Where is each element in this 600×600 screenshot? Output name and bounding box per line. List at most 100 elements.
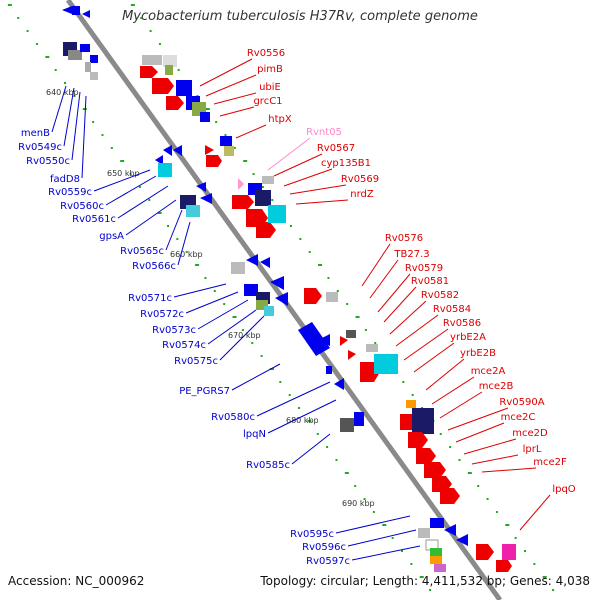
gene-arrow[interactable] [232, 195, 254, 209]
gene-label-pimB[interactable]: pimB [257, 64, 283, 75]
gene-arrow[interactable] [416, 448, 436, 464]
gene-label-Rv0581[interactable]: Rv0581 [411, 276, 449, 287]
gene-box[interactable] [374, 354, 398, 374]
gene-box[interactable] [354, 412, 364, 426]
gene-box[interactable] [90, 55, 98, 63]
gene-box[interactable] [186, 205, 200, 217]
gene-arrow[interactable] [408, 432, 428, 448]
gene-label-Rv0576[interactable]: Rv0576 [385, 233, 423, 244]
gene-arrow[interactable] [166, 96, 184, 110]
gene-box[interactable] [244, 284, 258, 296]
gene-arrow[interactable] [140, 66, 158, 78]
gene-box[interactable] [142, 55, 162, 65]
gene-arrow[interactable] [444, 524, 456, 536]
gene-box[interactable] [231, 262, 245, 274]
gene-box[interactable] [90, 72, 98, 80]
gene-arrow[interactable] [173, 145, 182, 156]
gene-arrow[interactable] [206, 155, 222, 167]
gene-label-Rv0560c[interactable]: Rv0560c [60, 201, 104, 212]
gene-box[interactable] [68, 50, 82, 60]
gene-box[interactable] [430, 556, 442, 564]
gene-label-lprL[interactable]: lprL [523, 444, 542, 455]
gene-box[interactable] [85, 62, 91, 72]
gene-arrow[interactable] [496, 560, 512, 572]
gene-arrow[interactable] [476, 544, 494, 560]
gene-arrow[interactable] [348, 350, 356, 360]
gene-box[interactable] [502, 544, 516, 560]
gene-label-htpX[interactable]: htpX [268, 114, 292, 125]
gene-label-Rv0569[interactable]: Rv0569 [341, 174, 379, 185]
gene-label-Rv0579[interactable]: Rv0579 [405, 263, 443, 274]
gene-arrow[interactable] [275, 292, 288, 306]
gene-label-Rv0586[interactable]: Rv0586 [443, 318, 481, 329]
gene-label-Rv0550c[interactable]: Rv0550c [26, 156, 70, 167]
gene-label-yrbE2A[interactable]: yrbE2A [450, 332, 486, 343]
gene-arrow[interactable] [196, 182, 206, 192]
gene-arrow[interactable] [238, 178, 244, 190]
gene-box[interactable] [418, 528, 430, 538]
gene-arrow[interactable] [318, 334, 330, 346]
gene-box[interactable] [158, 163, 172, 177]
gene-box[interactable] [412, 408, 434, 434]
gene-label-mce2D[interactable]: mce2D [512, 428, 548, 439]
gene-label-TB27.3[interactable]: TB27.3 [393, 249, 429, 260]
gene-box[interactable] [80, 44, 90, 52]
gene-label-Rv0582[interactable]: Rv0582 [421, 290, 459, 301]
gene-label-mce2A[interactable]: mce2A [471, 366, 506, 377]
gene-arrow[interactable] [440, 488, 460, 504]
gene-label-mce2F[interactable]: mce2F [533, 457, 567, 468]
gene-label-mce2B[interactable]: mce2B [479, 381, 514, 392]
gene-label-Rv0574c[interactable]: Rv0574c [162, 340, 206, 351]
gene-box[interactable] [72, 6, 80, 15]
gene-box[interactable] [256, 300, 268, 310]
gene-box[interactable] [163, 55, 177, 67]
gene-box[interactable] [434, 564, 446, 572]
gene-label-Rv0584[interactable]: Rv0584 [433, 304, 471, 315]
gene-label-cyp135B1[interactable]: cyp135B1 [321, 158, 371, 169]
gene-arrow[interactable] [62, 6, 72, 14]
gene-arrow[interactable] [334, 378, 344, 390]
gene-arrow[interactable] [256, 222, 276, 238]
gene-label-Rv0567[interactable]: Rv0567 [317, 143, 355, 154]
gene-label-Rv0549c[interactable]: Rv0549c [18, 142, 62, 153]
gene-label-Rv0575c[interactable]: Rv0575c [174, 356, 218, 367]
gene-arrow[interactable] [340, 336, 348, 346]
gene-label-PE_PGRS7[interactable]: PE_PGRS7 [179, 386, 230, 397]
gene-arrow[interactable] [163, 145, 172, 156]
gene-label-Rv0559c[interactable]: Rv0559c [48, 187, 92, 198]
gene-label-Rv0590A[interactable]: Rv0590A [499, 397, 544, 408]
gene-arrow[interactable] [246, 254, 258, 266]
gene-box[interactable] [262, 176, 274, 184]
gene-box[interactable] [200, 112, 210, 122]
gene-arrow[interactable] [152, 78, 174, 94]
gene-label-Rv0572c[interactable]: Rv0572c [140, 309, 184, 320]
gene-label-menB[interactable]: menB [21, 128, 50, 139]
gene-box[interactable] [430, 548, 442, 556]
gene-label-Rv0556[interactable]: Rv0556 [247, 48, 285, 59]
gene-arrow[interactable] [200, 193, 212, 204]
gene-label-Rv0565c[interactable]: Rv0565c [120, 246, 164, 257]
gene-label-Rv0566c[interactable]: Rv0566c [132, 261, 176, 272]
gene-label-lpqN[interactable]: lpqN [243, 429, 266, 440]
gene-box[interactable] [224, 146, 234, 156]
gene-label-Rv0596c[interactable]: Rv0596c [302, 542, 346, 553]
gene-arrow[interactable] [82, 10, 90, 18]
gene-label-fadD8[interactable]: fadD8 [50, 174, 80, 185]
gene-label-grcC1[interactable]: grcC1 [253, 96, 282, 107]
gene-label-gpsA[interactable]: gpsA [99, 231, 124, 242]
gene-box[interactable] [165, 65, 173, 75]
gene-box[interactable] [264, 306, 274, 316]
gene-box[interactable] [176, 80, 192, 96]
gene-box[interactable] [326, 366, 332, 374]
gene-box[interactable] [220, 136, 232, 146]
gene-label-mce2C[interactable]: mce2C [501, 412, 536, 423]
gene-arrow[interactable] [456, 534, 468, 546]
gene-label-Rv0573c[interactable]: Rv0573c [152, 325, 196, 336]
gene-arrow[interactable] [298, 322, 330, 356]
gene-label-Rv0561c[interactable]: Rv0561c [72, 214, 116, 225]
gene-label-ubiE[interactable]: ubiE [259, 82, 281, 93]
gene-box[interactable] [406, 400, 416, 408]
gene-label-Rvnt05[interactable]: Rvnt05 [306, 127, 342, 138]
gene-label-yrbE2B[interactable]: yrbE2B [460, 348, 496, 359]
